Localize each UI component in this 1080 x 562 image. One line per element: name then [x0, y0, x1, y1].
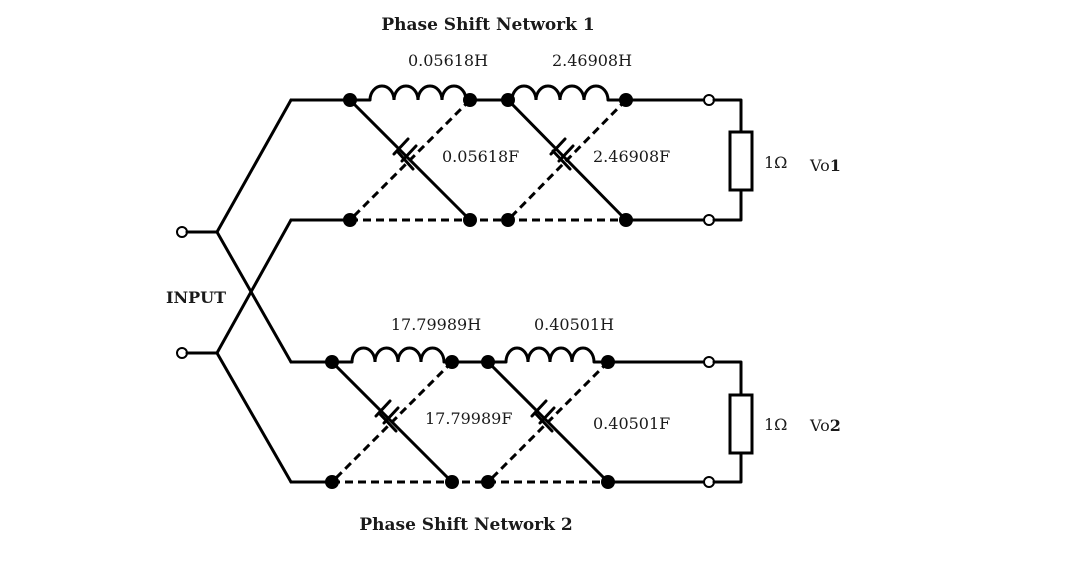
output-2-label: Vo2 — [809, 416, 841, 435]
node — [501, 93, 515, 107]
phase-shift-network-2: Phase Shift Network 2 — [289, 315, 841, 535]
load-resistor-2 — [728, 393, 754, 455]
capacitor-2a-label: 17.79989F — [425, 409, 512, 428]
node — [343, 93, 357, 107]
input-top-to-net1-top — [215, 98, 293, 234]
input-top-to-net2-top — [215, 230, 293, 364]
inductor-1a — [368, 84, 468, 101]
node — [325, 355, 339, 369]
input-bottom-to-net1-bottom — [215, 218, 293, 355]
inductor-1b-label: 2.46908H — [552, 51, 632, 70]
capacitor-1a-label: 0.05618F — [442, 147, 519, 166]
inductor-2b-label: 0.40501H — [534, 315, 614, 334]
network-2-title: Phase Shift Network 2 — [359, 515, 572, 535]
capacitor-2b-label: 0.40501F — [593, 414, 670, 433]
capacitor-1b — [549, 137, 575, 171]
inductor-2a-label: 17.79989H — [391, 315, 481, 334]
load-resistor-1 — [728, 130, 754, 192]
node — [601, 475, 615, 489]
inductor-1a-label: 0.05618H — [408, 51, 488, 70]
network-1-title: Phase Shift Network 1 — [381, 15, 594, 35]
node — [481, 355, 495, 369]
resistor-2-label: 1Ω — [764, 415, 787, 434]
capacitor-1b-label: 2.46908F — [593, 147, 670, 166]
node — [601, 355, 615, 369]
node — [501, 213, 515, 227]
node — [619, 213, 633, 227]
output-1-label: Vo1 — [809, 156, 841, 175]
node — [619, 93, 633, 107]
node — [445, 355, 459, 369]
capacitor-2a — [374, 399, 400, 433]
inductor-2b — [504, 346, 596, 363]
node — [463, 93, 477, 107]
capacitor-1a — [392, 137, 418, 171]
node — [463, 213, 477, 227]
capacitor-2b — [530, 399, 556, 433]
inductor-2a — [350, 346, 446, 363]
node — [445, 475, 459, 489]
inductor-1b — [510, 84, 610, 101]
input-bottom-to-net2-bottom — [215, 351, 293, 484]
node — [325, 475, 339, 489]
node — [343, 213, 357, 227]
node — [481, 475, 495, 489]
input-label: INPUT — [166, 288, 226, 307]
resistor-1-label: 1Ω — [764, 153, 787, 172]
phase-shift-network-1: Phase Shift Network 1 — [289, 15, 841, 227]
